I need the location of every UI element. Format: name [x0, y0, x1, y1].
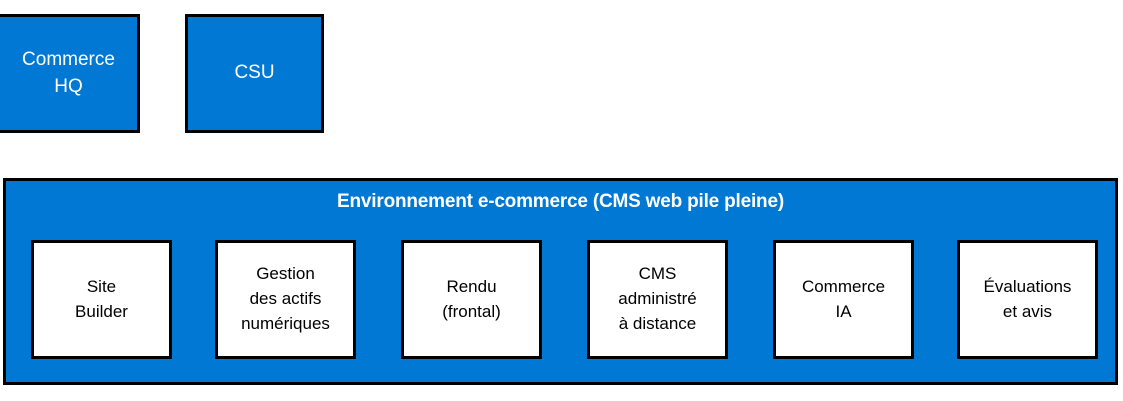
- environment-container: Environnement e-commerce (CMS web pile p…: [3, 178, 1118, 385]
- component-cms-administre-a-distance-label: CMS administré à distance: [618, 264, 697, 333]
- component-commerce-ia-label: Commerce IA: [801, 276, 886, 321]
- component-cms-administre-a-distance[interactable]: CMS administré à distance: [587, 240, 728, 359]
- component-site-builder[interactable]: Site Builder: [31, 240, 172, 359]
- component-gestion-actifs-numeriques-label: Gestion des actifs numériques: [241, 264, 330, 333]
- component-gestion-actifs-numeriques[interactable]: Gestion des actifs numériques: [215, 240, 356, 359]
- component-commerce-ia[interactable]: Commerce IA: [773, 240, 914, 359]
- component-evaluations-et-avis-label: Évaluations et avis: [983, 276, 1072, 321]
- environment-title: Environnement e-commerce (CMS web pile p…: [337, 191, 784, 212]
- component-site-builder-label: Site Builder: [75, 276, 128, 321]
- component-evaluations-et-avis[interactable]: Évaluations et avis: [957, 240, 1098, 359]
- block-commerce-hq-label: Commerce HQ: [22, 48, 115, 97]
- component-rendu-frontal[interactable]: Rendu (frontal): [401, 240, 542, 359]
- block-csu[interactable]: CSU: [185, 14, 324, 133]
- component-rendu-frontal-label: Rendu (frontal): [442, 276, 501, 321]
- block-csu-label: CSU: [234, 62, 275, 84]
- block-commerce-hq[interactable]: Commerce HQ: [0, 14, 140, 133]
